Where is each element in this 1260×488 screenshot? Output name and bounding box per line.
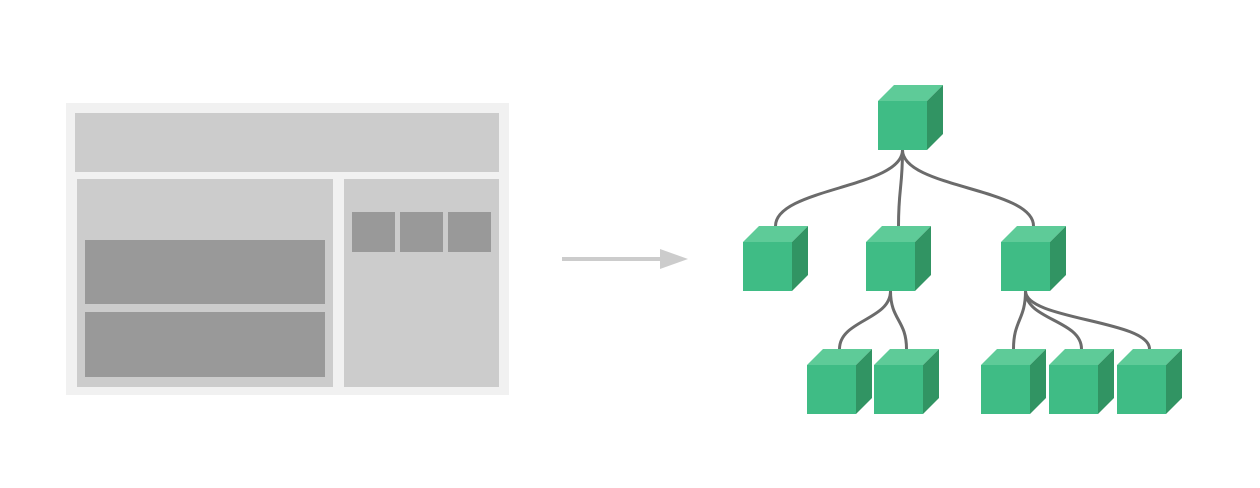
tree-connector (1024, 289, 1083, 351)
component-cube-icon (1049, 349, 1114, 414)
tree-connector (901, 148, 1035, 228)
tree-connector (774, 148, 904, 228)
tree-connector (838, 289, 892, 351)
tree-connector (889, 289, 908, 351)
component-cube-icon (1117, 349, 1182, 414)
component-cube-icon (981, 349, 1046, 414)
page-layout-mockup (66, 103, 509, 395)
sidebar-block (352, 212, 395, 252)
page-sidebar-region (344, 179, 499, 387)
component-cube-icon (874, 349, 939, 414)
page-header-region (75, 113, 499, 172)
tree-connector (1024, 289, 1151, 351)
tree-connectors (774, 148, 1151, 351)
tree-connector (897, 148, 904, 228)
tree-connector (1012, 289, 1027, 351)
component-cube-icon (866, 226, 931, 291)
component-cube-icon (743, 226, 808, 291)
transform-arrow (562, 249, 688, 269)
component-cube-icon (807, 349, 872, 414)
sidebar-block (448, 212, 491, 252)
main-content-block (85, 240, 325, 304)
component-tree (743, 85, 1182, 414)
component-cube-icon (1001, 226, 1066, 291)
arrowhead-icon (660, 249, 688, 269)
main-content-block (85, 312, 325, 377)
sidebar-block (400, 212, 443, 252)
component-cube-icon (878, 85, 943, 150)
